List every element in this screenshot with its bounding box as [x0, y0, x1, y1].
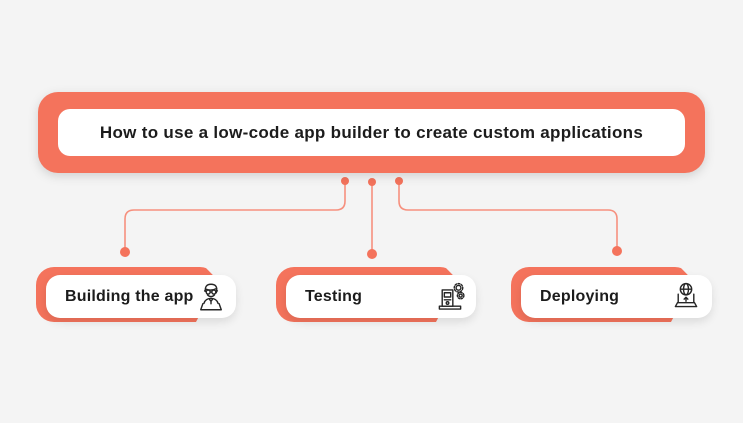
connector-left: [124, 181, 346, 249]
connector-dot: [612, 246, 622, 256]
title-banner: How to use a low-code app builder to cre…: [38, 92, 705, 173]
branch-label-testing: Testing: [305, 287, 363, 305]
branch-label-deploying: Deploying: [540, 287, 620, 305]
branch-label-building: Building the app: [65, 287, 194, 305]
branch-card-testing: Testing: [286, 275, 476, 318]
laptop-globe-upload-icon: [668, 279, 704, 315]
testing-machine-gears-icon: [432, 279, 468, 315]
connector-dot: [395, 177, 403, 185]
connector-dot: [341, 177, 349, 185]
developer-at-laptop-icon: [194, 279, 228, 315]
page-title: How to use a low-code app builder to cre…: [99, 122, 644, 142]
connector-dot: [367, 249, 377, 259]
branch-card-deploying: Deploying: [521, 275, 712, 318]
connector-dot: [120, 247, 130, 257]
branch-card-building: Building the app: [46, 275, 236, 318]
title-box: How to use a low-code app builder to cre…: [58, 109, 685, 156]
connector-right: [398, 181, 618, 248]
connector-dot: [368, 178, 376, 186]
